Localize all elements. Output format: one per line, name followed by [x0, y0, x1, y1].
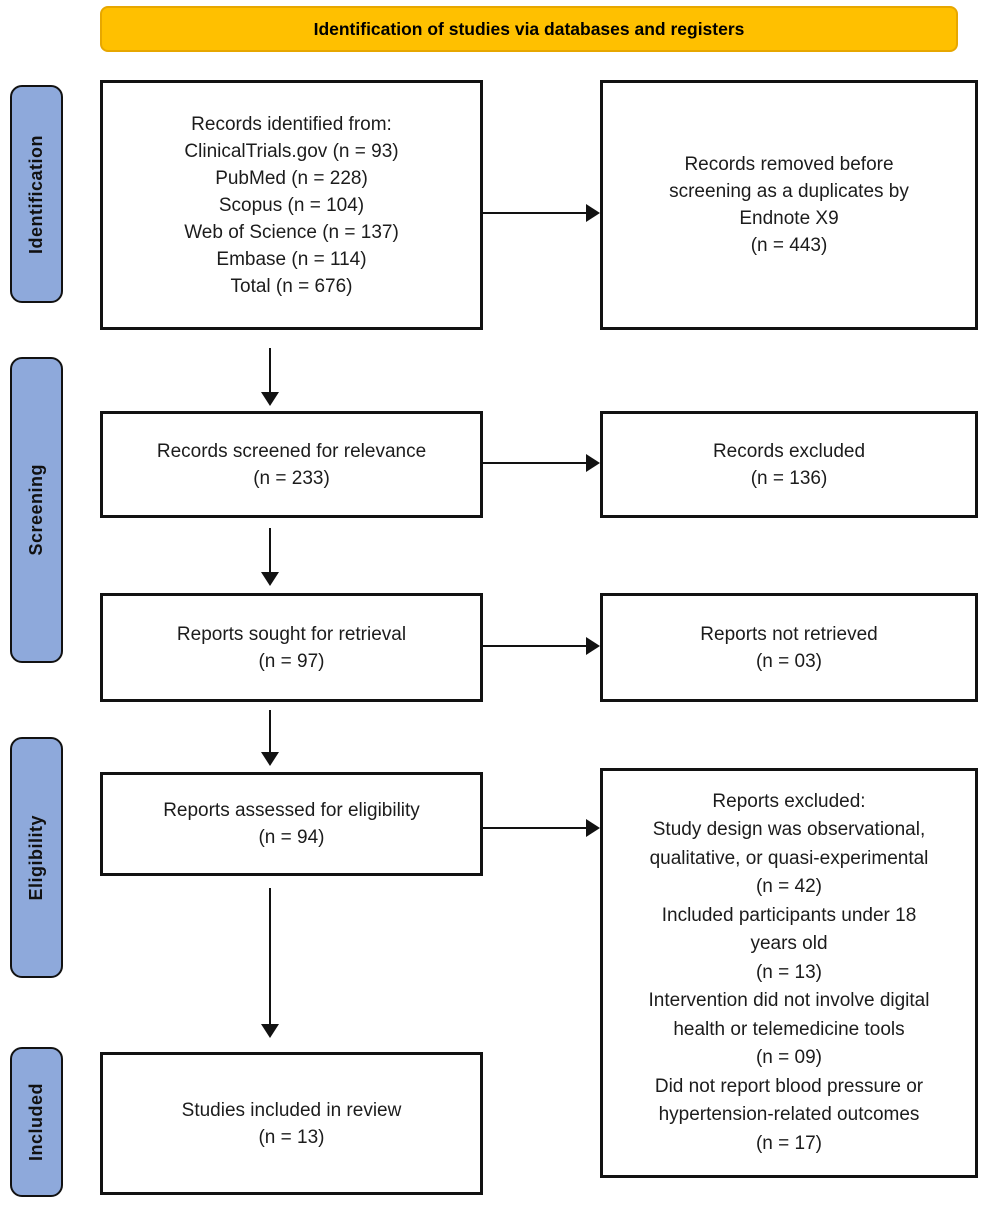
- stage-label-eligibility: Eligibility: [10, 737, 63, 978]
- box-text-line: health or telemedicine tools: [673, 1018, 905, 1040]
- box-text-line: (n = 42): [755, 876, 822, 898]
- box-records-removed: Records removed before screening as a dup…: [600, 80, 978, 330]
- box-text-line: Web of Science (n = 137): [184, 221, 399, 243]
- box-text-line: Studies included in review: [181, 1099, 402, 1121]
- box-text-line: Total (n = 676): [230, 275, 353, 297]
- box-studies-included: Studies included in review (n = 13): [100, 1052, 483, 1195]
- box-reports-not-retrieved: Reports not retrieved (n = 03): [600, 593, 978, 702]
- box-text-line: (n = 13): [755, 961, 822, 983]
- box-text-line: Reports sought for retrieval: [176, 623, 407, 645]
- box-text-line: Records identified from:: [191, 113, 392, 135]
- arrow-down-sought-to-assessed-icon: [261, 710, 279, 766]
- box-text-line: Embase (n = 114): [216, 248, 367, 270]
- stage-label-eligibility-text: Eligibility: [26, 814, 46, 901]
- box-text-line: Scopus (n = 104): [218, 194, 365, 216]
- box-text-line: PubMed (n = 228): [215, 167, 368, 189]
- box-text-line: (n = 17): [755, 1132, 822, 1154]
- stage-label-screening-text: Screening: [26, 464, 46, 556]
- arrow-down-screened-to-sought-icon: [261, 528, 279, 586]
- box-text-line: (n = 94): [258, 827, 325, 848]
- box-text-line: Reports assessed for eligibility: [163, 800, 420, 821]
- box-text-line: (n = 233): [253, 467, 330, 489]
- box-text-line: Included participants under 18: [661, 904, 917, 926]
- stage-label-identification: Identification: [10, 85, 63, 303]
- box-text-line: Endnote X9: [739, 208, 839, 229]
- box-text-line: Records excluded: [712, 440, 866, 462]
- box-text-line: years old: [750, 933, 828, 955]
- stage-label-screening: Screening: [10, 357, 63, 663]
- box-records-identified: Records identified from: ClinicalTrials.g…: [100, 80, 483, 330]
- arrow-right-assessed-to-excluded-icon: [483, 819, 600, 837]
- arrow-down-identified-to-screened-icon: [261, 348, 279, 406]
- box-text-line: ClinicalTrials.gov (n = 93): [184, 140, 399, 162]
- box-text-line: Intervention did not involve digital: [648, 990, 930, 1012]
- stage-label-included: Included: [10, 1047, 63, 1197]
- arrow-right-screened-to-excluded-icon: [483, 454, 600, 472]
- box-text-line: (n = 136): [750, 467, 828, 489]
- box-text-line: Did not report blood pressure or: [654, 1075, 924, 1097]
- box-text-line: (n = 97): [258, 650, 325, 672]
- box-records-screened: Records screened for relevance (n = 233): [100, 411, 483, 518]
- box-text-line: (n = 443): [750, 235, 828, 256]
- box-text-line: qualitative, or quasi-experimental: [649, 847, 929, 869]
- box-text-line: hypertension-related outcomes: [658, 1104, 920, 1126]
- box-text-line: (n = 09): [755, 1047, 822, 1069]
- box-text-line: Records screened for relevance: [156, 440, 427, 462]
- box-reports-assessed: Reports assessed for eligibility (n = 94): [100, 772, 483, 876]
- arrow-right-sought-to-not-retrieved-icon: [483, 637, 600, 655]
- box-text-line: Reports not retrieved: [700, 623, 878, 645]
- box-text-line: Study design was observational,: [652, 819, 926, 841]
- box-text-line: Reports excluded:: [712, 790, 866, 812]
- box-text-line: (n = 03): [755, 650, 822, 672]
- banner-title-text: Identification of studies via databases …: [313, 18, 745, 39]
- banner-title: Identification of studies via databases …: [100, 6, 958, 52]
- arrow-down-assessed-to-included-icon: [261, 888, 279, 1038]
- box-reports-excluded: Reports excluded: Study design was observ…: [600, 768, 978, 1178]
- stage-label-included-text: Included: [26, 1082, 46, 1161]
- box-text-line: Records removed before: [684, 154, 894, 175]
- box-text-line: screening as a duplicates by: [669, 181, 909, 202]
- box-text-line: (n = 13): [258, 1126, 325, 1148]
- box-records-excluded: Records excluded (n = 136): [600, 411, 978, 518]
- stage-label-identification-text: Identification: [26, 134, 46, 254]
- box-reports-sought: Reports sought for retrieval (n = 97): [100, 593, 483, 702]
- arrow-right-identified-to-removed-icon: [483, 204, 600, 222]
